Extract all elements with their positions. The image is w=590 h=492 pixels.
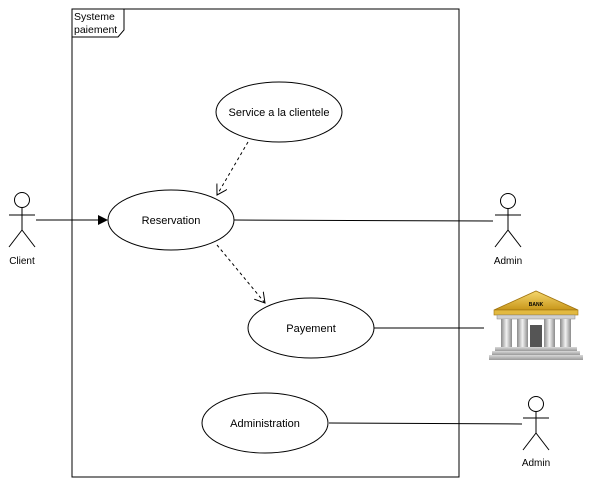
stick-figure-icon <box>8 192 36 248</box>
system-title-line1: Systeme <box>74 11 115 23</box>
actor-admin-bottom[interactable]: Admin <box>522 396 550 470</box>
system-boundary: Systeme paiement <box>71 8 460 478</box>
bank-icon: BANK <box>489 290 583 360</box>
actor-admin-top-label: Admin <box>494 256 522 267</box>
stick-figure-icon <box>522 396 550 451</box>
use-case-reservation[interactable]: Reservation <box>107 189 235 251</box>
use-case-service[interactable]: Service a la clientele <box>215 81 343 143</box>
use-case-administration-label: Administration <box>230 418 300 430</box>
bank-sign: BANK <box>529 302 544 308</box>
dependency-reservation-payement <box>216 244 265 303</box>
association-administration-admin <box>328 422 523 425</box>
use-case-payement-label: Payement <box>286 323 336 335</box>
actor-client[interactable]: Client <box>8 192 36 268</box>
system-title-line2: paiement <box>74 24 117 36</box>
actor-admin-bottom-label: Admin <box>522 458 550 469</box>
actor-admin-top[interactable]: Admin <box>494 193 522 268</box>
use-case-service-label: Service a la clientele <box>229 107 330 119</box>
stick-figure-icon <box>494 193 522 248</box>
use-case-reservation-label: Reservation <box>142 215 201 227</box>
use-case-administration[interactable]: Administration <box>201 392 329 454</box>
dependency-service-reservation <box>217 141 249 195</box>
use-case-payement[interactable]: Payement <box>247 297 375 359</box>
association-reservation-admin <box>232 219 494 222</box>
actor-client-label: Client <box>9 256 35 267</box>
